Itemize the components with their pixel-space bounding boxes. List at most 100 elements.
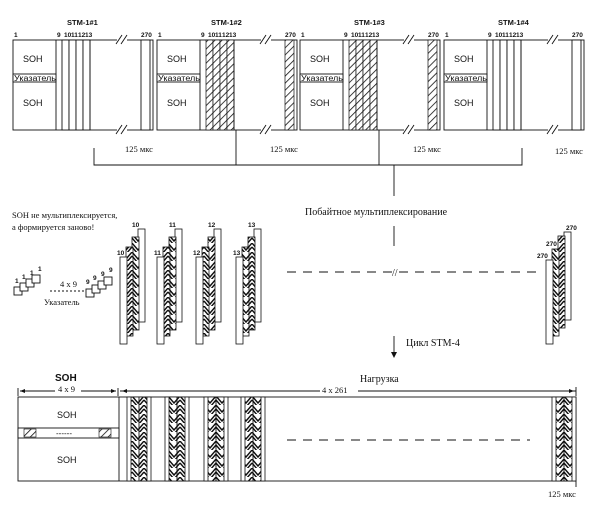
soh-label: SOH <box>454 98 474 108</box>
frame-title: STM-1#4 <box>498 18 530 27</box>
frame-time: 125 мкс <box>555 146 583 156</box>
column-number: 10 <box>64 32 72 39</box>
soh-label: SOH <box>23 54 43 64</box>
svg-text:13: 13 <box>233 250 241 257</box>
column-number: 10 <box>495 32 503 39</box>
svg-text:11: 11 <box>169 222 176 229</box>
svg-text:270: 270 <box>537 253 548 260</box>
column-13-group: 13 13 <box>233 222 262 345</box>
svg-text:9: 9 <box>93 275 97 282</box>
soh-label: SOH <box>454 54 474 64</box>
stm4-pointer-dashes: ------ <box>56 429 72 438</box>
column-number: 9 <box>201 32 205 39</box>
svg-text:9: 9 <box>109 267 113 274</box>
collect-bracket <box>93 130 523 196</box>
column-number: 270 <box>572 32 583 39</box>
column-number: 1 <box>445 32 449 39</box>
column-number: 10 <box>208 32 216 39</box>
column-number: 1 <box>158 32 162 39</box>
stm4-soh-top: SOH <box>57 410 77 420</box>
stm4-soh-size: 4 x 9 <box>58 384 75 394</box>
column-number: 12 <box>509 32 517 39</box>
column-11-group: 11 11 <box>154 222 183 345</box>
pointer-label: Указатель <box>158 74 200 83</box>
pointer-size: 4 x 9 <box>60 279 77 289</box>
column-number: 270 <box>285 32 296 39</box>
payload-column-group <box>164 396 190 482</box>
frame-time: 125 мкс <box>125 144 153 154</box>
column-number: 12 <box>365 32 373 39</box>
column-number: 11 <box>358 32 365 39</box>
column-number: 11 <box>502 32 509 39</box>
column-number: 270 <box>141 32 152 39</box>
column-12-group: 12 12 <box>193 222 222 345</box>
svg-text:270: 270 <box>566 225 577 232</box>
column-number: 12 <box>222 32 230 39</box>
svg-text:1: 1 <box>38 266 42 273</box>
svg-text:13: 13 <box>248 222 256 229</box>
svg-text:12: 12 <box>193 250 201 257</box>
column-number: 1 <box>14 32 18 39</box>
pointer-label: Указатель <box>445 74 487 83</box>
svg-text:12: 12 <box>208 222 216 229</box>
cycle-arrow <box>391 336 397 358</box>
soh-label: SOH <box>23 98 43 108</box>
column-number: 9 <box>344 32 348 39</box>
soh-note-line2: а формируется заново! <box>12 222 94 232</box>
column-number: 11 <box>215 32 222 39</box>
column-number: 12 <box>78 32 86 39</box>
soh-label: SOH <box>167 54 187 64</box>
frame-time: 125 мкс <box>413 144 441 154</box>
column-number: 13 <box>85 32 93 39</box>
column-number: 9 <box>488 32 492 39</box>
frame-time: 125 мкс <box>270 144 298 154</box>
column-number: 13 <box>372 32 380 39</box>
svg-text:10: 10 <box>117 250 125 257</box>
column-number: 13 <box>229 32 237 39</box>
svg-text:11: 11 <box>154 250 161 257</box>
payload-size: 4 x 261 <box>322 385 348 395</box>
svg-text:1: 1 <box>22 274 26 281</box>
svg-text:9: 9 <box>101 271 105 278</box>
frame-title: STM-1#2 <box>211 18 242 27</box>
soh-note-line1: SOH не мультиплексируется, <box>12 210 117 220</box>
pointer-bytes-group: 9 9 9 9 <box>85 267 113 298</box>
column-10-group: 10 10 <box>117 222 146 345</box>
svg-text:1: 1 <box>15 278 19 285</box>
payload-column-group <box>126 396 152 482</box>
payload-size-arrow <box>120 385 577 396</box>
break-mark: // <box>392 268 398 279</box>
column-number: 1 <box>301 32 305 39</box>
svg-text:9: 9 <box>86 279 90 286</box>
stm4-payload-columns <box>126 396 577 482</box>
mux-caption: Побайтное мультиплексирование <box>305 207 448 218</box>
column-number: 270 <box>428 32 439 39</box>
stm4-soh-bottom: SOH <box>57 455 77 465</box>
soh-label: SOH <box>310 54 330 64</box>
stm4-frame <box>17 396 577 482</box>
stm4-time: 125 мкс <box>548 489 576 499</box>
frame-title: STM-1#3 <box>354 18 385 27</box>
soh-size-arrow <box>17 384 119 396</box>
pointer-label: Указатель <box>44 297 80 307</box>
column-number: 9 <box>57 32 61 39</box>
frame-title: STM-1#1 <box>67 18 98 27</box>
payload-column-group <box>203 396 229 482</box>
svg-text:10: 10 <box>132 222 140 229</box>
payload-column-group <box>240 396 266 482</box>
cycle-label: Цикл STM-4 <box>406 338 460 349</box>
column-number: 13 <box>516 32 524 39</box>
stm4-soh-title: SOH <box>55 373 77 384</box>
pointer-label: Указатель <box>301 74 343 83</box>
payload-title: Нагрузка <box>360 374 399 385</box>
svg-text:1: 1 <box>30 270 34 277</box>
soh-label: SOH <box>310 98 330 108</box>
column-number: 10 <box>351 32 359 39</box>
